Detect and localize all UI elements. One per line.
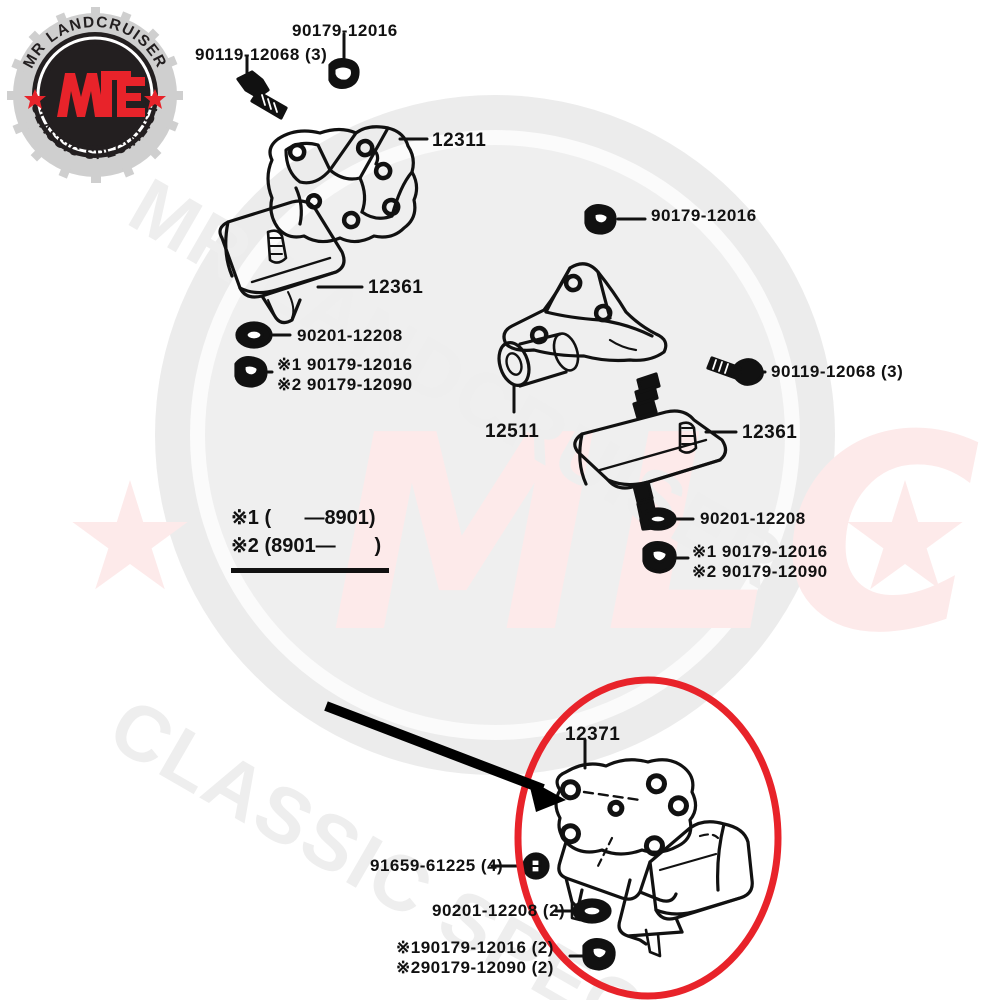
callout-91659-61225: 91659-61225 (4): [370, 856, 504, 875]
callout-12511: 12511: [485, 421, 540, 442]
callout-90119-12068-upper: 90119-12068 (3): [195, 45, 328, 64]
leader-lines: [245, 32, 767, 958]
part-bracket-12311: [266, 125, 419, 244]
part-bracket-12511: [497, 262, 668, 388]
mlc-logo: MR LANDCRUISER CLASSIC SPECIALIST: [7, 7, 183, 183]
callout-12361-right: 12361: [742, 422, 798, 443]
callout-90179-pair-bottom: ※190179-12016 (2) ※290179-12090 (2): [396, 938, 554, 977]
callout-12311: 12311: [432, 130, 487, 151]
note-underline-2: [231, 570, 389, 573]
callout-90179-pair-left: ※1 90179-12016 ※2 90179-12090: [277, 355, 413, 394]
part-bolt-91659-61225: [522, 852, 550, 880]
callout-90201-12208-right: 90201-12208: [700, 509, 806, 528]
callout-90201-12208-bottom: 90201-12208 (2): [432, 901, 566, 920]
callout-90179-12016-top: 90179-12016: [292, 21, 398, 40]
part-nut-90179-right: [642, 541, 677, 574]
part-washer-90201-12208-left: [235, 321, 273, 349]
part-mount-12371-assembly: [554, 758, 754, 958]
logo-star-left: [24, 89, 46, 109]
note-line-1: ※1 ( —8901): [231, 507, 376, 529]
note-line-2: ※2 (8901— ): [231, 535, 382, 557]
part-washer-90201-12208-right: [639, 507, 677, 531]
part-bolt-90119-12068-upper: [236, 70, 288, 120]
callout-90179-12016-center: 90179-12016: [651, 206, 757, 225]
part-nut-90179-bottom: [582, 938, 616, 971]
callout-12361-left: 12361: [368, 277, 424, 298]
logo-monogram: [57, 71, 145, 117]
callout-90179-pair-right: ※1 90179-12016 ※2 90179-12090: [692, 542, 828, 581]
logo-star-right: [144, 89, 166, 109]
part-nut-90179-left: [234, 356, 268, 388]
part-nut-90179-12016-top: [328, 57, 360, 89]
callout-90201-12208-left: 90201-12208: [297, 326, 403, 345]
part-mount-12361-right: [573, 372, 728, 531]
highlight-circle: [514, 676, 782, 1000]
pointer-arrow: [324, 701, 566, 812]
part-washer-90201-12208-bottom: [572, 898, 612, 924]
part-mount-12361-left: [218, 199, 346, 325]
callout-12371: 12371: [565, 724, 621, 745]
callout-90119-12068-right: 90119-12068 (3): [771, 362, 904, 381]
part-nut-90179-12016-center: [584, 204, 617, 235]
